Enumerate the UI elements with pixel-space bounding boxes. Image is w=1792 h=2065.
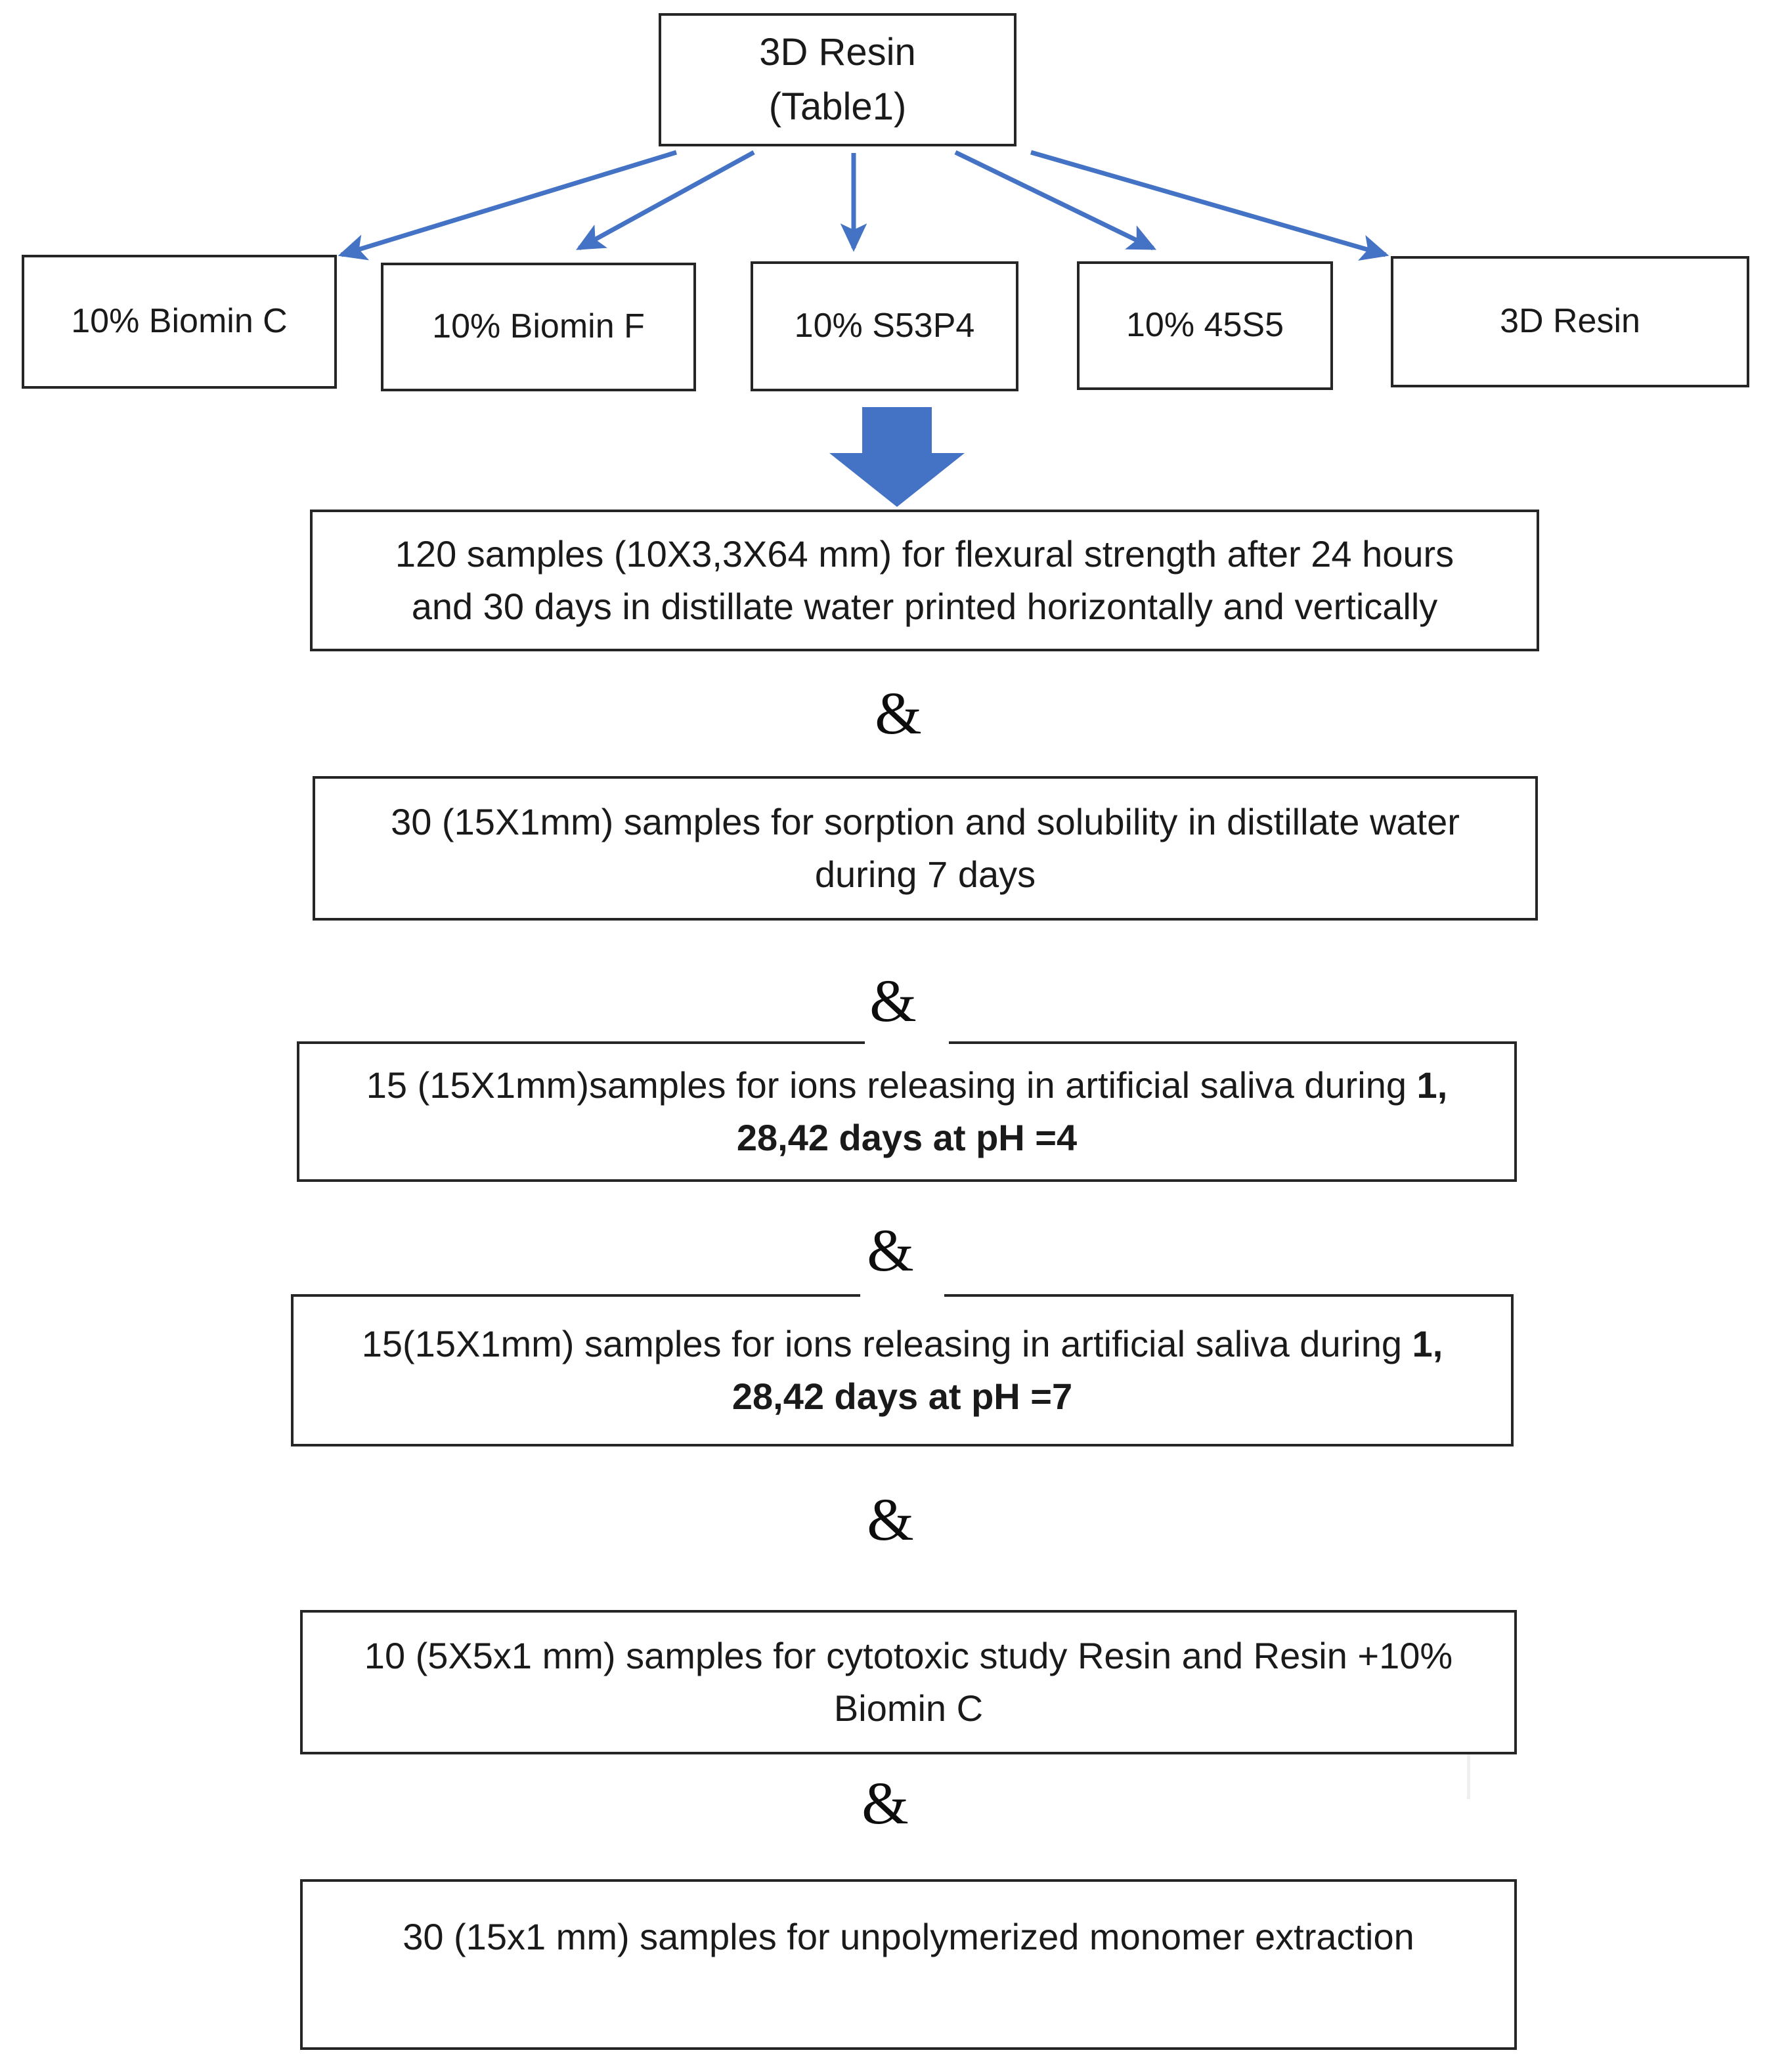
- separator-ampersand-2: &: [869, 967, 917, 1034]
- test-box-cytotoxic-study[interactable]: 10 (5X5x1 mm) samples for cytotoxic stud…: [300, 1610, 1517, 1754]
- separator-ampersand-5: &: [862, 1770, 909, 1837]
- group-box-s53p4[interactable]: 10% S53P4: [751, 261, 1018, 391]
- scan-artifact: [1467, 1754, 1470, 1799]
- test-box-flexural-strength[interactable]: 120 samples (10X3,3X64 mm) for flexural …: [310, 510, 1539, 651]
- connector-to-biomin-c: [338, 150, 678, 261]
- group-box-biomin-f[interactable]: 10% Biomin F: [381, 263, 696, 391]
- separator-ampersand-1: &: [875, 680, 922, 747]
- connector-to-45s5: [954, 150, 1157, 251]
- test-box-monomer-extraction[interactable]: 30 (15x1 mm) samples for unpolymerized m…: [300, 1879, 1517, 2050]
- connector-to-biomin-f: [576, 150, 755, 251]
- test-box-flexural-strength-text: 120 samples (10X3,3X64 mm) for flexural …: [395, 533, 1454, 627]
- separator-ampersand-4: &: [867, 1486, 914, 1553]
- test-box-ion-release-ph7-text: 15(15X1mm) samples for ions releasing in…: [361, 1323, 1443, 1417]
- down-arrow-icon: [829, 407, 965, 507]
- separator-ampersand-3: &: [867, 1217, 914, 1284]
- group-box-45s5-label: 10% 45S5: [1126, 306, 1284, 345]
- group-box-biomin-c[interactable]: 10% Biomin C: [22, 255, 337, 389]
- group-box-s53p4-label: 10% S53P4: [794, 307, 975, 345]
- root-box-3d-resin[interactable]: 3D Resin(Table1): [659, 13, 1016, 146]
- group-box-3d-resin-label: 3D Resin: [1500, 302, 1640, 341]
- test-box-ion-release-ph4-text: 15 (15X1mm)samples for ions releasing in…: [366, 1064, 1448, 1158]
- root-box-text: 3D Resin(Table1): [759, 31, 916, 128]
- test-box-cytotoxic-study-text: 10 (5X5x1 mm) samples for cytotoxic stud…: [364, 1635, 1453, 1729]
- test-box-ion-release-ph7[interactable]: 15(15X1mm) samples for ions releasing in…: [291, 1294, 1514, 1446]
- group-box-45s5[interactable]: 10% 45S5: [1077, 261, 1333, 390]
- group-box-3d-resin[interactable]: 3D Resin: [1391, 256, 1749, 387]
- test-box-monomer-extraction-text: 30 (15x1 mm) samples for unpolymerized m…: [403, 1916, 1414, 1957]
- connector-to-3d-resin: [1030, 150, 1389, 261]
- test-box-sorption-solubility-text: 30 (15X1mm) samples for sorption and sol…: [391, 801, 1460, 895]
- group-box-biomin-f-label: 10% Biomin F: [432, 307, 645, 346]
- group-box-biomin-c-label: 10% Biomin C: [71, 302, 288, 341]
- test-box-sorption-solubility[interactable]: 30 (15X1mm) samples for sorption and sol…: [313, 776, 1538, 921]
- test-box-ion-release-ph4[interactable]: 15 (15X1mm)samples for ions releasing in…: [297, 1041, 1517, 1182]
